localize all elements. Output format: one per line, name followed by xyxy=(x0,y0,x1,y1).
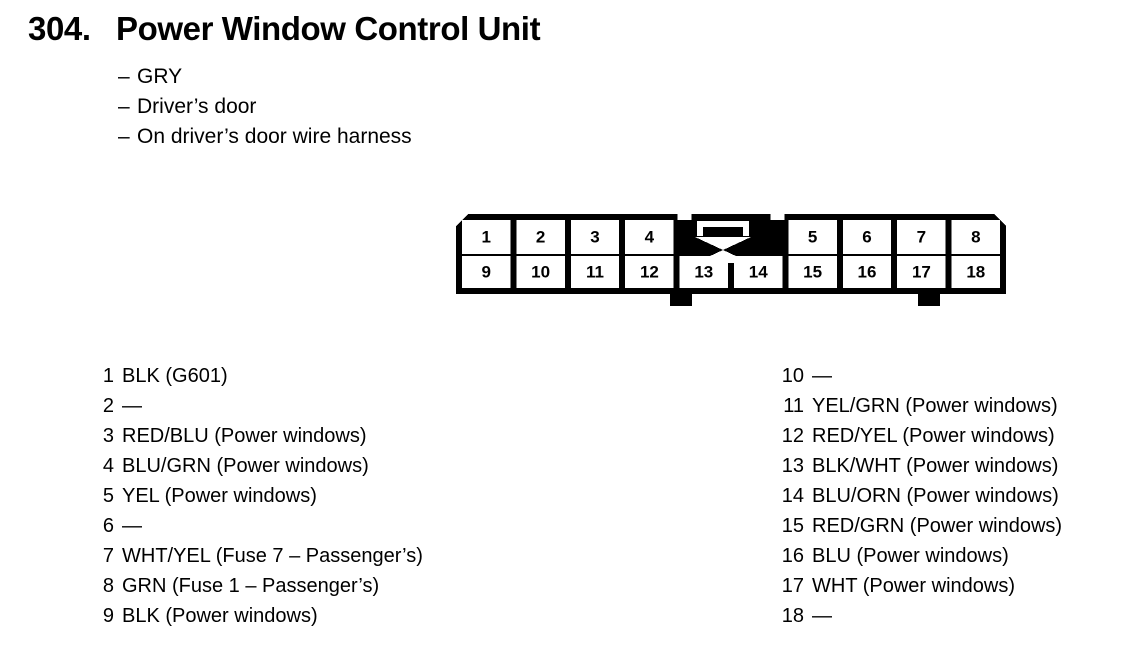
pin-number: 10 xyxy=(778,361,804,391)
pin-description: YEL/GRN (Power windows) xyxy=(812,395,1058,417)
page-title: 304.Power Window Control Unit xyxy=(28,12,540,45)
connector-diagram: 910111213141516171812345678 xyxy=(456,214,1006,306)
pin-number: 12 xyxy=(778,421,804,451)
connector-pin-number: 1 xyxy=(481,227,490,246)
pin-description: — xyxy=(122,395,142,417)
pin-description: — xyxy=(812,605,832,627)
pin-number: 16 xyxy=(778,541,804,571)
spec-list: –GRY–Driver’s door–On driver’s door wire… xyxy=(118,62,412,152)
connector-pin-number: 16 xyxy=(858,262,877,281)
page-title-text: Power Window Control Unit xyxy=(116,10,540,47)
connector-pin-number: 14 xyxy=(749,262,768,281)
pin-row: 7 WHT/YEL (Fuse 7 – Passenger’s) xyxy=(88,541,423,571)
pin-row: 4 BLU/GRN (Power windows) xyxy=(88,451,423,481)
pin-number: 9 xyxy=(88,601,114,631)
pin-description: — xyxy=(122,515,142,537)
connector-pin-number: 10 xyxy=(531,262,550,281)
connector-pin-number: 8 xyxy=(971,227,980,246)
connector-pin-number: 3 xyxy=(590,227,599,246)
spec-item: –On driver’s door wire harness xyxy=(118,122,412,152)
spec-dash-icon: – xyxy=(118,122,137,152)
pin-row: 1 BLK (G601) xyxy=(88,361,423,391)
pin-number: 3 xyxy=(88,421,114,451)
pin-description: BLK/WHT (Power windows) xyxy=(812,455,1058,477)
spec-dash-icon: – xyxy=(118,62,137,92)
spec-dash-icon: – xyxy=(118,92,137,122)
connector-lock-topbar xyxy=(692,214,771,220)
pin-number: 18 xyxy=(778,601,804,631)
pin-description: RED/YEL (Power windows) xyxy=(812,425,1055,447)
pin-number: 11 xyxy=(778,391,804,421)
pin-number: 6 xyxy=(88,511,114,541)
pin-description: GRN (Fuse 1 – Passenger’s) xyxy=(122,575,379,597)
pin-row: 6— xyxy=(88,511,423,541)
pin-row: 16 BLU (Power windows) xyxy=(778,541,1062,571)
pin-description: BLU/ORN (Power windows) xyxy=(812,485,1059,507)
spec-item-label: GRY xyxy=(137,65,182,88)
pin-row: 17 WHT (Power windows) xyxy=(778,571,1062,601)
pin-number: 7 xyxy=(88,541,114,571)
pin-description: WHT (Power windows) xyxy=(812,575,1015,597)
pin-description: YEL (Power windows) xyxy=(122,485,317,507)
pin-number: 2 xyxy=(88,391,114,421)
pin-row: 9 BLK (Power windows) xyxy=(88,601,423,631)
pin-list-right: 10 — 11 YEL/GRN (Power windows) 12 RED/YEL (P… xyxy=(778,361,1062,631)
pin-number: 5 xyxy=(88,481,114,511)
pin-number: 13 xyxy=(778,451,804,481)
connector-pin-number: 12 xyxy=(640,262,659,281)
connector-pin-number: 18 xyxy=(966,262,985,281)
pin-number: 17 xyxy=(778,571,804,601)
connector-pin-number: 6 xyxy=(862,227,871,246)
pin-description: BLU (Power windows) xyxy=(812,545,1009,567)
pin-number: 15 xyxy=(778,511,804,541)
pin-row: 14 BLU/ORN (Power windows) xyxy=(778,481,1062,511)
pin-description: WHT/YEL (Fuse 7 – Passenger’s) xyxy=(122,545,423,567)
pin-number: 1 xyxy=(88,361,114,391)
pin-row: 8 GRN (Fuse 1 – Passenger’s) xyxy=(88,571,423,601)
spec-item: –GRY xyxy=(118,62,412,92)
connector-pin-number: 9 xyxy=(481,262,490,281)
pin-description: BLK (G601) xyxy=(122,365,228,387)
pin-row: 10 — xyxy=(778,361,1062,391)
connector-pin-number: 7 xyxy=(917,227,926,246)
pin-row: 18 — xyxy=(778,601,1062,631)
pin-row: 15 RED/GRN (Power windows) xyxy=(778,511,1062,541)
connector-pin-number: 5 xyxy=(808,227,817,246)
pin-row: 2— xyxy=(88,391,423,421)
pin-description: BLU/GRN (Power windows) xyxy=(122,455,369,477)
pin-number: 8 xyxy=(88,571,114,601)
connector-pin-number: 17 xyxy=(912,262,931,281)
spec-item: –Driver’s door xyxy=(118,92,412,122)
pin-row: 12 RED/YEL (Power windows) xyxy=(778,421,1062,451)
pin-list-left: 1BLK (G601)2—3RED/BLU (Power windows)4BL… xyxy=(88,361,423,631)
connector-pin-number: 4 xyxy=(645,227,655,246)
pin-row: 13 BLK/WHT (Power windows) xyxy=(778,451,1062,481)
pin-row: 3 RED/BLU (Power windows) xyxy=(88,421,423,451)
connector-pin-number: 2 xyxy=(536,227,545,246)
pin-description: RED/BLU (Power windows) xyxy=(122,425,367,447)
connector-pin-number: 13 xyxy=(694,262,713,281)
page-title-number: 304. xyxy=(28,12,116,45)
connector-pin-number: 15 xyxy=(803,262,822,281)
pin-description: — xyxy=(812,365,832,387)
spec-item-label: On driver’s door wire harness xyxy=(137,125,412,148)
pin-description: RED/GRN (Power windows) xyxy=(812,515,1062,537)
pin-description: BLK (Power windows) xyxy=(122,605,318,627)
spec-item-label: Driver’s door xyxy=(137,95,256,118)
pin-number: 14 xyxy=(778,481,804,511)
pin-row: 11 YEL/GRN (Power windows) xyxy=(778,391,1062,421)
connector-pin-number: 11 xyxy=(586,262,604,281)
pin-row: 5 YEL (Power windows) xyxy=(88,481,423,511)
pin-number: 4 xyxy=(88,451,114,481)
